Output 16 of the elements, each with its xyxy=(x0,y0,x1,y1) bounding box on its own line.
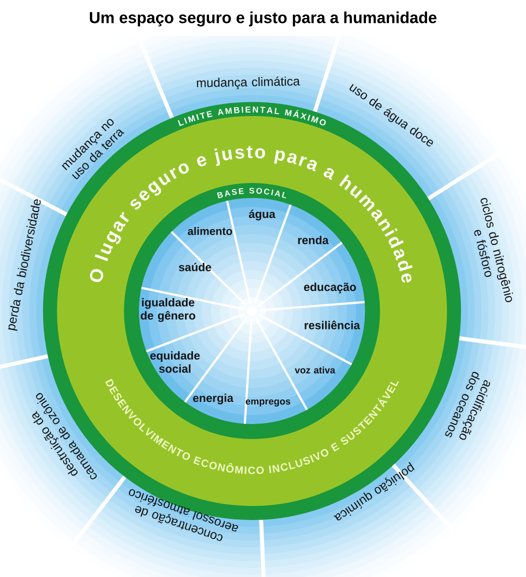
ring-label: LIMITE AMBIENTAL MÁXIMO xyxy=(178,106,326,126)
inner-label: renda xyxy=(298,236,329,244)
inner-label: educação xyxy=(304,282,356,294)
sector-label: ciclos do nitrogênio e fósforo xyxy=(474,198,514,302)
inner-label: resiliência xyxy=(304,320,360,330)
inner-label: equidade social xyxy=(150,351,200,373)
inner-label: empregos xyxy=(246,399,290,407)
inner-label: igualdade de gênero xyxy=(140,298,196,322)
inner-label: voz ativa xyxy=(294,366,336,374)
inner-label: energia xyxy=(193,394,234,404)
sector-label: mudança climática xyxy=(196,76,300,90)
inner-label: alimento xyxy=(188,226,232,236)
title: Um espaço seguro e justo para a humanidade xyxy=(90,12,436,26)
ring-label: BASE SOCIAL xyxy=(217,188,286,198)
inner-label: água xyxy=(248,210,276,220)
inner-label: saúde xyxy=(178,262,212,272)
